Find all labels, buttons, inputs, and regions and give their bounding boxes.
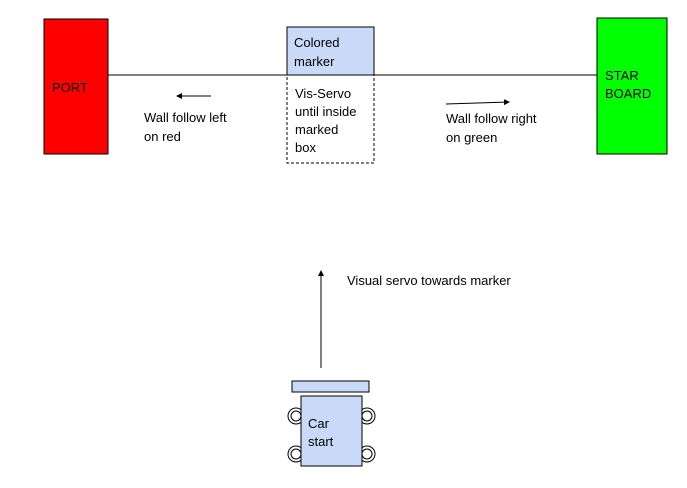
colored-marker-label-line-1: Colored — [294, 35, 340, 50]
port-label: PORT — [52, 80, 88, 95]
wall-follow-left-label: Wall follow left on red — [144, 110, 230, 144]
marked-box-label-line-3: marked — [295, 122, 338, 137]
starboard-box — [596, 17, 668, 155]
wheel-front-right-hub — [361, 410, 373, 422]
marked-box-label-line-1: Vis-Servo — [295, 86, 351, 101]
wall-follow-right-arrow — [445, 99, 510, 106]
car-wheels — [287, 407, 376, 463]
wall-follow-right-label-line-1: Wall follow right — [446, 111, 537, 126]
wall-follow-left-label-line-1: Wall follow left — [144, 110, 227, 125]
car-label-line-1: Car — [308, 416, 330, 431]
colored-marker-label-line-2: marker — [294, 54, 335, 69]
car-label: Car start — [308, 416, 334, 449]
wheel-rear-left-hub — [290, 448, 302, 460]
colored-marker — [286, 26, 375, 76]
wheel-front-left-hub — [290, 410, 302, 422]
visual-servo-label: Visual servo towards marker — [347, 273, 511, 288]
starboard-label-line-2: BOARD — [605, 86, 651, 101]
wheel-rear-right-hub — [361, 448, 373, 460]
colored-marker-label: Colored marker — [294, 35, 343, 69]
starboard-label: STAR BOARD — [605, 68, 651, 101]
car-bumper — [291, 380, 370, 393]
wall-follow-right-label: Wall follow right on green — [446, 111, 540, 145]
car-label-line-2: start — [308, 434, 334, 449]
wall-follow-right-label-line-2: on green — [446, 130, 497, 145]
port-box — [43, 18, 109, 155]
marked-box — [286, 74, 375, 164]
starboard-label-line-1: STAR — [605, 68, 639, 83]
wall-follow-left-label-line-2: on red — [144, 129, 181, 144]
marked-box-label: Vis-Servo until inside marked box — [295, 86, 360, 155]
car-body — [300, 395, 363, 467]
marked-box-label-line-4: box — [295, 140, 316, 155]
marked-box-label-line-2: until inside — [295, 104, 356, 119]
